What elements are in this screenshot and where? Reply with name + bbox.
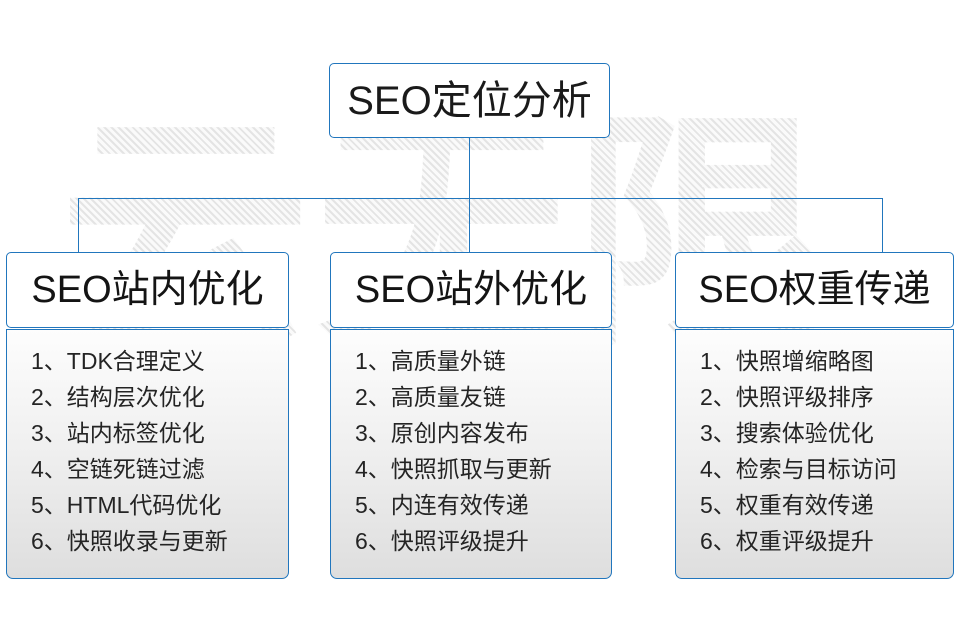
column-title: SEO权重传递 (698, 269, 931, 311)
list-item: 4、检索与目标访问 (700, 456, 897, 482)
connector-root-down (469, 138, 470, 199)
list-item: 6、快照评级提升 (355, 528, 529, 554)
connector-horizontal-bus (78, 198, 883, 199)
list-item: 1、TDK合理定义 (31, 348, 205, 374)
list-item: 3、站内标签优化 (31, 420, 205, 446)
connector-branch-center (469, 198, 470, 253)
list-item: 3、搜索体验优化 (700, 420, 874, 446)
list-item: 6、权重评级提升 (700, 528, 874, 554)
list-item: 5、内连有效传递 (355, 492, 529, 518)
column-list: 1、快照增缩略图 2、快照评级排序 3、搜索体验优化 4、检索与目标访问 5、权… (675, 329, 954, 579)
column-header[interactable]: SEO站外优化 (330, 252, 612, 328)
column-seo-onsite: SEO站内优化 1、TDK合理定义 2、结构层次优化 3、站内标签优化 4、空链… (6, 252, 289, 579)
root-node[interactable]: SEO定位分析 (329, 63, 610, 138)
list-item: 5、HTML代码优化 (31, 492, 222, 518)
list-item: 5、权重有效传递 (700, 492, 874, 518)
column-title: SEO站内优化 (31, 269, 264, 311)
root-node-title: SEO定位分析 (347, 78, 592, 123)
list-item: 1、快照增缩略图 (700, 348, 874, 374)
list-item: 3、原创内容发布 (355, 420, 529, 446)
column-list: 1、高质量外链 2、高质量友链 3、原创内容发布 4、快照抓取与更新 5、内连有… (330, 329, 612, 579)
list-item: 2、快照评级排序 (700, 384, 874, 410)
list-item: 2、结构层次优化 (31, 384, 205, 410)
column-title: SEO站外优化 (354, 269, 588, 311)
connector-branch-left (78, 198, 79, 253)
list-item: 4、快照抓取与更新 (355, 456, 552, 482)
column-list: 1、TDK合理定义 2、结构层次优化 3、站内标签优化 4、空链死链过滤 5、H… (6, 329, 289, 579)
column-seo-offsite: SEO站外优化 1、高质量外链 2、高质量友链 3、原创内容发布 4、快照抓取与… (330, 252, 612, 579)
connector-branch-right (882, 198, 883, 253)
column-seo-weight-transfer: SEO权重传递 1、快照增缩略图 2、快照评级排序 3、搜索体验优化 4、检索与… (675, 252, 954, 579)
list-item: 6、快照收录与更新 (31, 528, 228, 554)
list-item: 4、空链死链过滤 (31, 456, 205, 482)
column-header[interactable]: SEO权重传递 (675, 252, 954, 328)
list-item: 1、高质量外链 (355, 348, 506, 374)
list-item: 2、高质量友链 (355, 384, 506, 410)
column-header[interactable]: SEO站内优化 (6, 252, 289, 328)
